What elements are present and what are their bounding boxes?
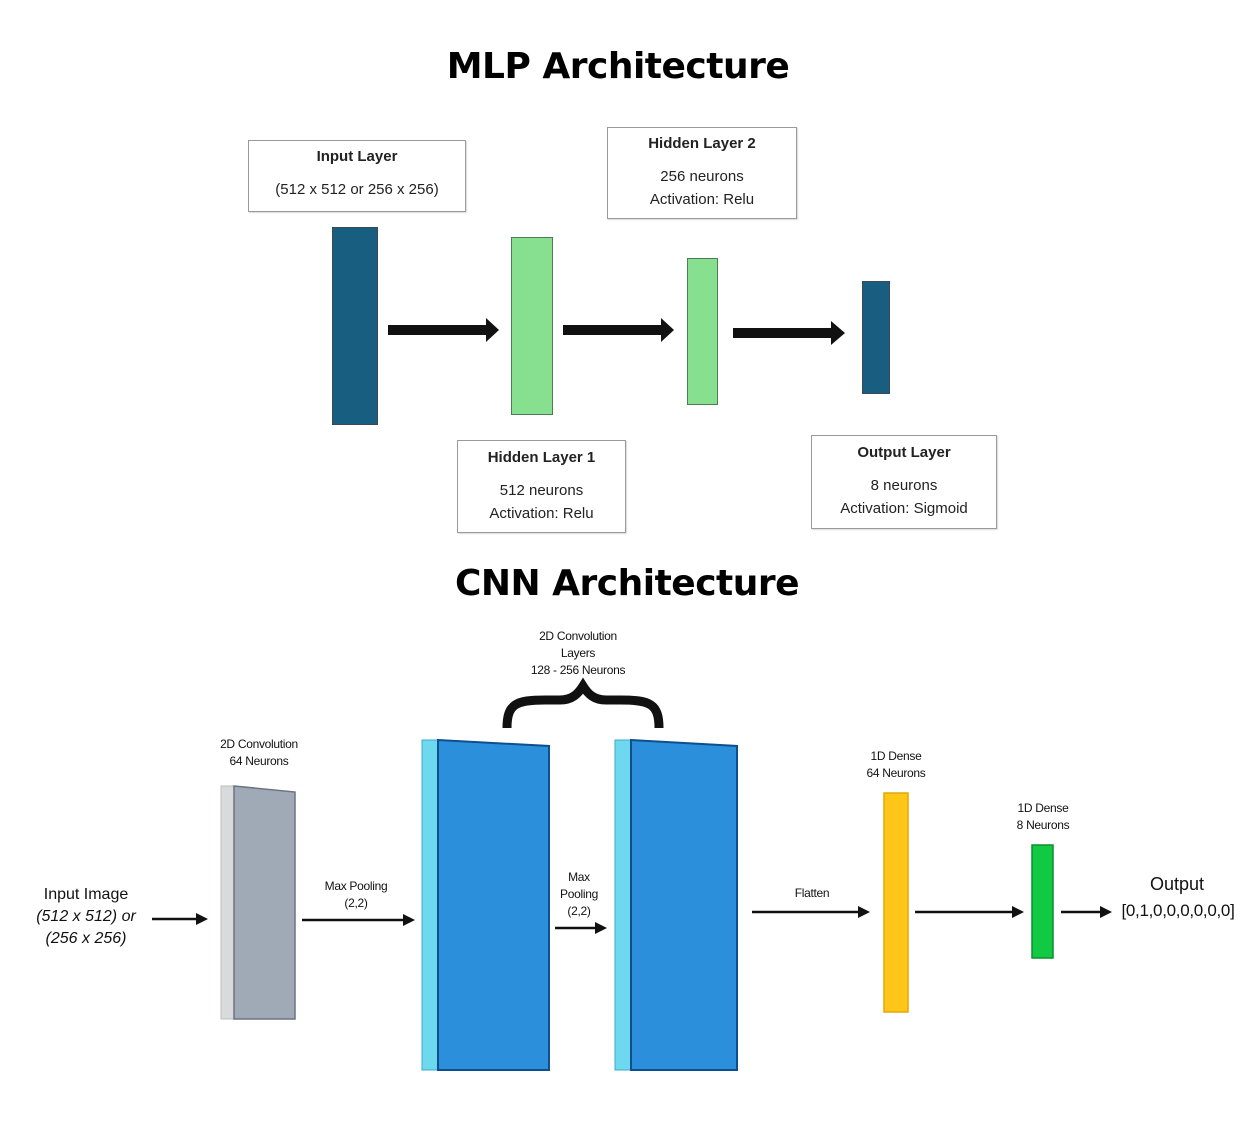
dense2-label: 1D Dense 8 Neurons [993,800,1093,834]
dense2-block [1031,844,1054,959]
arrow-pool1 [302,914,415,926]
arrow-pool2 [555,922,607,934]
input-image-label: Input Image (512 x 512) or (256 x 256) [26,884,146,950]
conv1-label-line1: 2D Convolution [220,737,298,751]
dense1-block [883,792,909,1013]
mlp-output-layer-box: Output Layer 8 neurons Activation: Sigmo… [811,435,997,529]
mlp-hidden-layer-1-bar [511,237,553,415]
conv1-label: 2D Convolution 64 Neurons [199,736,319,770]
mlp-hidden-layer-2-bar [687,258,718,405]
mlp-hidden-layer-2-neurons: 256 neurons [660,168,744,185]
mlp-hidden-layer-1-title: Hidden Layer 1 [487,449,596,466]
dense2-label-line2: 8 Neurons [1016,818,1070,832]
input-image-label-line1: Input Image [43,886,129,903]
mlp-hidden-layer-2-box: Hidden Layer 2 256 neurons Activation: R… [607,127,797,219]
dense1-label-line2: 64 Neurons [866,766,926,780]
mlp-output-layer-activation: Activation: Sigmoid [840,500,968,517]
conv-group-label-line1: 2D Convolution [539,629,617,643]
mlp-output-layer-title: Output Layer [857,444,951,461]
arrow-flatten [752,906,870,918]
pool1-label-line2: (2,2) [344,896,368,910]
conv-group-label-line2: Layers [560,646,596,660]
mlp-hidden-layer-1-box: Hidden Layer 1 512 neurons Activation: R… [457,440,626,533]
curly-brace-icon [502,677,664,729]
flatten-label: Flatten [794,886,830,900]
arrow-dense1-to-dense2 [915,906,1024,918]
mlp-hidden-layer-1-neurons: 512 neurons [499,482,584,499]
arrow-to-output [1061,906,1112,918]
output-label: Output [1149,874,1205,894]
output-vector: [0,1,0,0,0,0,0,0] [1121,901,1235,920]
conv3-block [614,738,738,1071]
mlp-hidden-layer-2-title: Hidden Layer 2 [648,135,756,152]
mlp-title: MLP Architecture [446,46,790,87]
input-image-label-line3: (256 x 256) [45,930,127,947]
dense1-label: 1D Dense 64 Neurons [846,748,946,782]
conv1-block [220,785,296,1020]
mlp-output-layer-bar [862,281,890,394]
input-image-label-line2: (512 x 512) or [36,908,136,925]
dense1-label-line1: 1D Dense [870,749,922,763]
mlp-input-layer-box: Input Layer (512 x 512 or 256 x 256) [248,140,466,212]
arrow-input-to-conv1 [152,913,208,925]
conv-group-label: 2D Convolution Layers 128 - 256 Neurons [508,628,648,679]
cnn-title: CNN Architecture [454,563,800,604]
conv1-label-line2: 64 Neurons [229,754,289,768]
pool2-label: Max Pooling (2,2) [549,869,609,920]
conv-group-label-line3: 128 - 256 Neurons [530,663,626,677]
mlp-hidden-layer-2-activation: Activation: Relu [649,191,755,208]
mlp-arrow-3 [733,321,845,345]
mlp-hidden-layer-1-activation: Activation: Relu [489,505,594,522]
mlp-input-layer-title: Input Layer [316,148,398,165]
mlp-arrow-1 [388,318,499,342]
mlp-input-layer-bar [332,227,378,425]
mlp-arrow-2 [563,318,674,342]
conv2-block [421,738,550,1071]
pool2-label-line2: Pooling [560,887,598,901]
dense2-label-line1: 1D Dense [1017,801,1069,815]
pool2-label-line3: (2,2) [567,904,591,918]
mlp-output-layer-neurons: 8 neurons [870,477,938,494]
pool1-label-line1: Max Pooling [324,879,388,893]
pool2-label-line1: Max [568,870,590,884]
mlp-input-layer-desc: (512 x 512 or 256 x 256) [275,181,439,198]
pool1-label: Max Pooling (2,2) [306,878,406,912]
